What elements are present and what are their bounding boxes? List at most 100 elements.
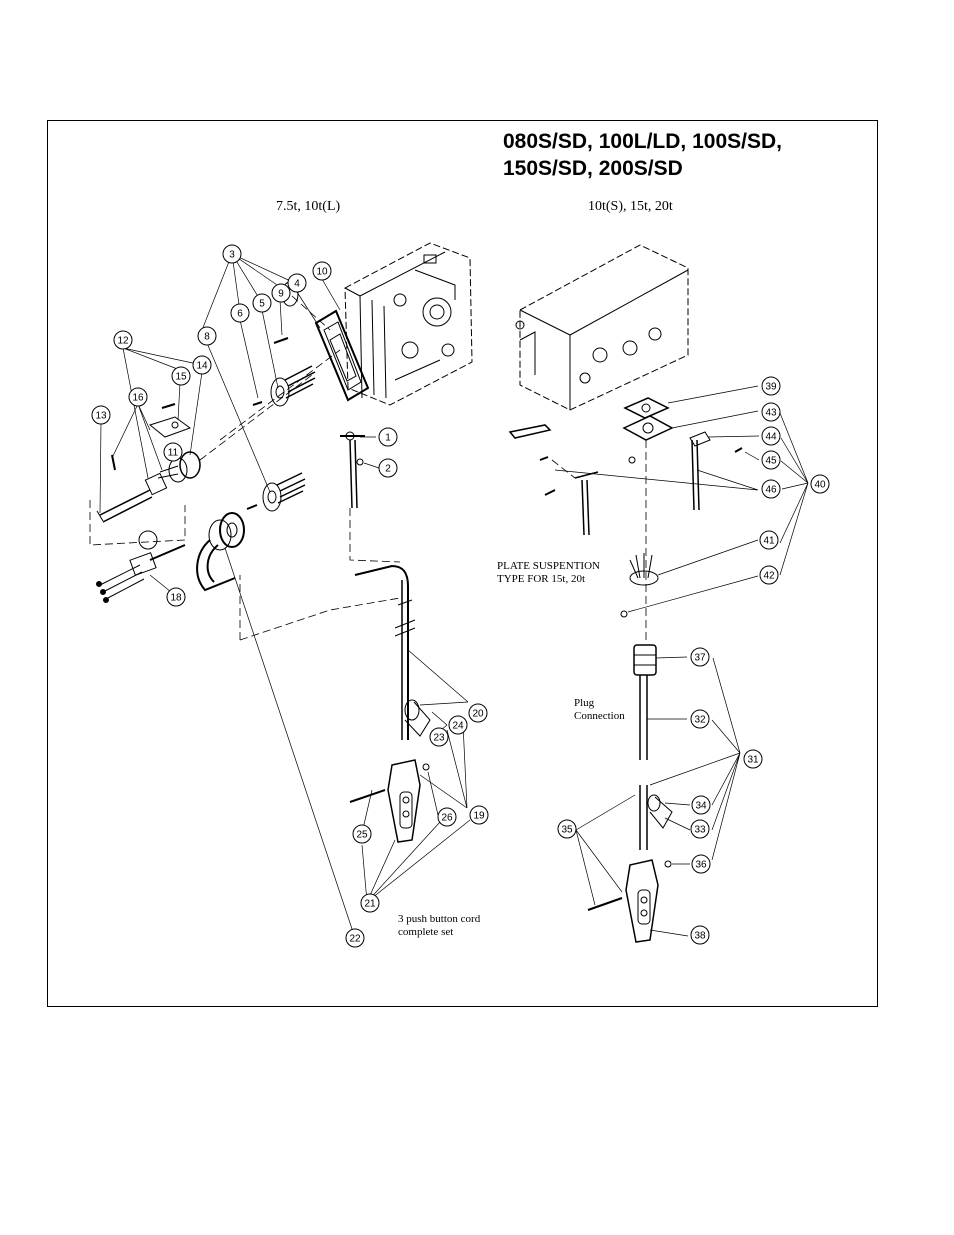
cord-note-line-2: complete set [398, 926, 454, 938]
callout-number: 23 [433, 733, 445, 744]
callout-32: 32 [690, 709, 710, 729]
callout-number: 13 [95, 411, 107, 422]
callout-number: 24 [452, 721, 464, 732]
callout-43: 43 [761, 402, 781, 422]
callout-bubble [468, 703, 488, 723]
callout-5: 5 [252, 293, 272, 313]
callout-20: 20 [468, 703, 488, 723]
callout-18: 18 [166, 587, 186, 607]
callout-bubble [360, 893, 380, 913]
callout-bubble [448, 715, 468, 735]
callout-42: 42 [759, 565, 779, 585]
drawing-frame [47, 120, 878, 1007]
callout-1: 1 [378, 427, 398, 447]
left-gearbox-housing [344, 242, 473, 406]
plate-note-line-1: PLATE SUSPENTION [497, 560, 600, 572]
callout-number: 42 [763, 571, 775, 582]
callout-bubble [378, 458, 398, 478]
callout-number: 2 [385, 464, 391, 475]
callout-44: 44 [761, 426, 781, 446]
plug-connector [633, 644, 657, 760]
callout-34: 34 [691, 795, 711, 815]
plate-suspension-note: PLATE SUSPENTION TYPE FOR 15t, 20t [497, 560, 600, 586]
callout-bubble [759, 565, 779, 585]
callout-number: 6 [237, 309, 243, 320]
callout-bubble [166, 587, 186, 607]
callout-6: 6 [230, 303, 250, 323]
callout-number: 15 [175, 372, 187, 383]
callout-number: 14 [196, 361, 208, 372]
callout-bubble [429, 727, 449, 747]
callout-23: 23 [429, 727, 449, 747]
callout-number: 20 [472, 709, 484, 720]
callout-2: 2 [378, 458, 398, 478]
callout-number: 41 [763, 536, 775, 547]
parts-artwork [89, 242, 809, 943]
callout-number: 4 [294, 279, 300, 290]
callout-bubble [252, 293, 272, 313]
left-pendant-switch [349, 759, 430, 843]
callout-9: 9 [271, 283, 291, 303]
callout-number: 40 [814, 480, 826, 491]
callout-bubble [690, 647, 710, 667]
subtitle-right: 10t(S), 15t, 20t [588, 199, 673, 214]
callout-number: 39 [765, 382, 777, 393]
callout-number: 32 [694, 715, 706, 726]
callout-bubble [197, 326, 217, 346]
callout-bubble [743, 749, 763, 769]
callout-bubble [761, 402, 781, 422]
model-title: 080S/SD, 100L/LD, 100S/SD, 150S/SD, 200S… [503, 128, 782, 182]
callout-bubble [691, 795, 711, 815]
callout-number: 22 [349, 934, 361, 945]
callout-14: 14 [192, 355, 212, 375]
plug-note-line-1: Plug [574, 697, 595, 709]
callout-number: 43 [765, 408, 777, 419]
plate-note-line-2: TYPE FOR 15t, 20t [497, 573, 586, 585]
callout-bubble [810, 474, 830, 494]
right-gearbox-housing [515, 244, 689, 411]
callout-bubble [222, 244, 242, 264]
callout-number: 38 [694, 931, 706, 942]
callout-bubble [690, 709, 710, 729]
callout-bubble [271, 283, 291, 303]
callout-number: 44 [765, 432, 777, 443]
callout-bubble [469, 805, 489, 825]
callout-number: 10 [316, 267, 328, 278]
cable-entry [620, 553, 659, 618]
callout-number: 21 [364, 899, 376, 910]
right-bracket-wires [508, 424, 743, 536]
callout-bubble [690, 925, 710, 945]
subtitle-left: 7.5t, 10t(L) [276, 199, 341, 214]
callout-bubble [230, 303, 250, 323]
part-callouts: 1234568910111213141516181920212223242526… [91, 244, 830, 948]
callout-number: 8 [204, 332, 210, 343]
bushing-lower [246, 472, 306, 512]
callout-19: 19 [469, 805, 489, 825]
plug-note-line-2: Connection [574, 710, 625, 722]
callout-36: 36 [691, 854, 711, 874]
callout-12: 12 [113, 330, 133, 350]
left-suspension-wire [340, 431, 365, 509]
callout-35: 35 [557, 819, 577, 839]
callout-bubble [690, 819, 710, 839]
callout-15: 15 [171, 366, 191, 386]
callout-number: 46 [765, 485, 777, 496]
callout-number: 25 [356, 830, 368, 841]
callout-number: 5 [259, 299, 265, 310]
callout-37: 37 [690, 647, 710, 667]
title-line-1: 080S/SD, 100L/LD, 100S/SD, [503, 130, 782, 153]
callout-number: 45 [765, 456, 777, 467]
title-line-2: 150S/SD, 200S/SD [503, 157, 683, 180]
callout-bubble [761, 479, 781, 499]
callout-16: 16 [128, 387, 148, 407]
leader-lines [99, 253, 809, 939]
terminal-plate [314, 309, 370, 402]
callout-bubble [163, 442, 183, 462]
callout-bubble [192, 355, 212, 375]
callout-number: 9 [278, 289, 284, 300]
callout-bubble [345, 928, 365, 948]
callout-number: 11 [168, 448, 179, 459]
callout-25: 25 [352, 824, 372, 844]
callout-22: 22 [345, 928, 365, 948]
callout-number: 26 [441, 813, 453, 824]
